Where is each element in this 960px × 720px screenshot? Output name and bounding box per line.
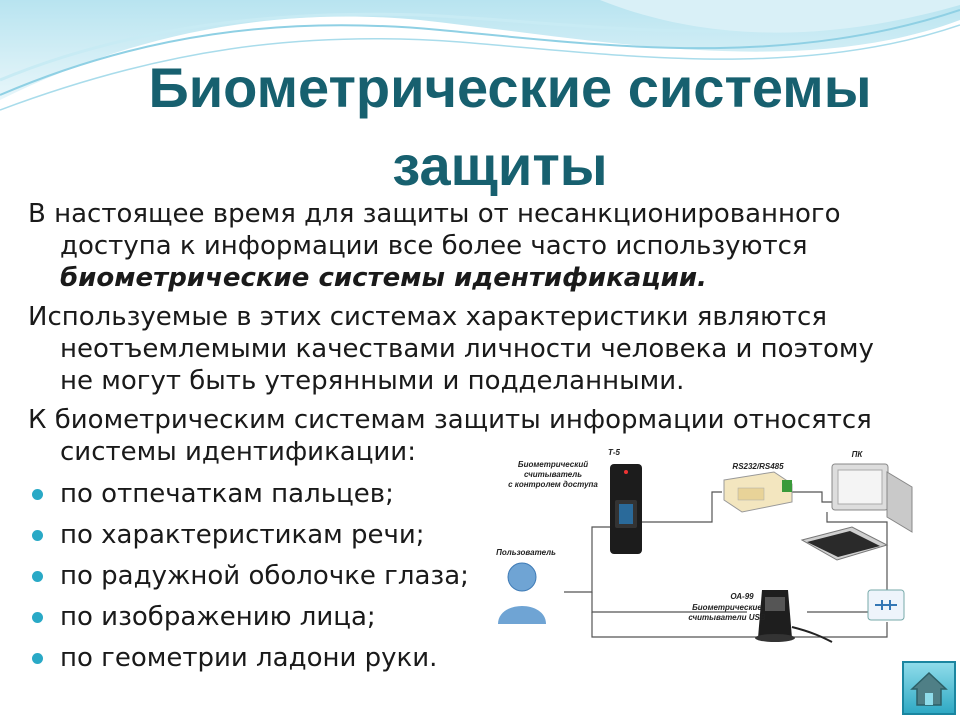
oa99-desc-line2: считыватели USB [688, 613, 766, 622]
user-label: Пользователь [496, 548, 556, 557]
paragraph-2-line-1: Используемые в этих системах характерист… [28, 302, 827, 332]
user-icon [498, 562, 546, 624]
paragraph-3-line-1: К биометрическим системам защиты информа… [28, 405, 872, 435]
list-item: по изображению лица; [28, 597, 469, 638]
paragraph-2: Используемые в этих системах характерист… [28, 301, 908, 397]
bullet-icon [32, 571, 43, 582]
biometric-system-diagram: Т-5 Биометрический считыватель с контрол… [492, 442, 918, 647]
bullet-icon [32, 653, 43, 664]
paragraph-3: К биометрическим системам защиты информа… [28, 404, 908, 468]
paragraph-1-line-2: доступа к информации все более часто исп… [60, 231, 808, 261]
pc-icon [800, 463, 913, 561]
bullet-list: по отпечаткам пальцев; по характеристика… [28, 474, 469, 679]
bullet-icon [32, 612, 43, 623]
t5-desc-line3: с контролем доступа [508, 480, 598, 489]
bullet-icon [32, 530, 43, 541]
page-title-line1: Биометрические системы [148, 56, 872, 119]
oa99-scanner-icon [755, 590, 833, 643]
t5-desc-line2: считыватель [523, 470, 583, 479]
converter-icon [723, 471, 793, 513]
list-item: по отпечаткам пальцев; [28, 474, 469, 515]
bullet-icon [32, 489, 43, 500]
wave-decoration [0, 0, 960, 111]
rs-label: RS232/RS485 [732, 462, 784, 471]
paragraph-2-line-2: неотъемлемыми качествами личности челове… [60, 334, 874, 364]
paragraph-3-line-2: системы идентификации: [60, 437, 416, 467]
page-title-line2: защиты [392, 134, 608, 197]
list-item: по характеристикам речи; [28, 515, 469, 556]
home-button[interactable] [902, 661, 956, 715]
home-icon [910, 671, 948, 706]
diagram-graphics [498, 463, 913, 643]
usb-icon [867, 589, 905, 621]
t5-reader-icon [610, 464, 642, 554]
paragraph-1: В настоящее время для защиты от несанкци… [28, 198, 908, 294]
list-item: по радужной оболочке глаза; [28, 556, 469, 597]
pc-label: ПК [851, 450, 863, 459]
t5-desc-line1: Биометрический [517, 460, 589, 469]
t5-title-label: Т-5 [608, 448, 620, 457]
paragraph-2-line-3: не могут быть утерянными и подделанными. [60, 366, 685, 396]
paragraph-1-line-1: В настоящее время для защиты от несанкци… [28, 199, 841, 229]
oa99-desc-line1: Биометрические [692, 603, 762, 612]
oa99-title-label: ОА-99 [730, 592, 754, 601]
list-item: по геометрии ладони руки. [28, 638, 469, 679]
paragraph-1-bold-term: биометрические системы идентификации. [60, 263, 707, 293]
